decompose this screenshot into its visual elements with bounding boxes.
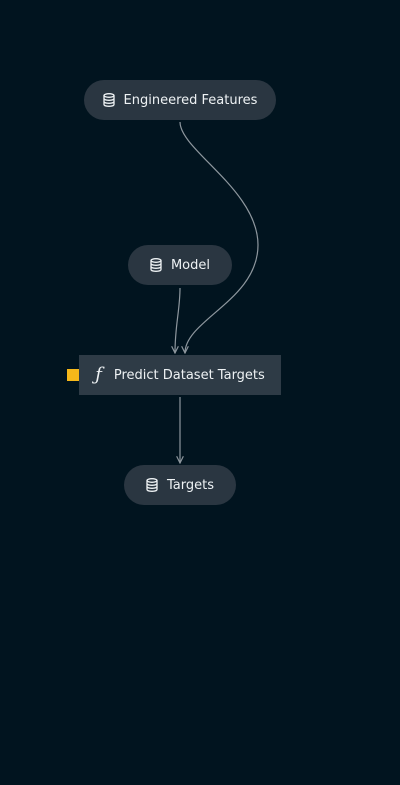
edge-features-to-predict: [179, 121, 259, 353]
database-icon: [150, 258, 162, 272]
node-predict-dataset-targets[interactable]: ƒ Predict Dataset Targets: [79, 355, 281, 395]
node-label: Targets: [167, 477, 214, 493]
status-marker: [67, 369, 79, 381]
node-model[interactable]: Model: [128, 245, 232, 285]
node-label: Model: [170, 257, 211, 273]
function-icon: ƒ: [95, 364, 102, 385]
database-icon: [146, 478, 158, 492]
node-targets[interactable]: Targets: [124, 465, 236, 505]
node-engineered-features[interactable]: Engineered Features: [84, 80, 276, 120]
node-label: Predict Dataset Targets: [113, 367, 265, 383]
node-label: Engineered Features: [123, 92, 258, 108]
database-icon: [102, 93, 115, 107]
edge-model-to-predict: [175, 287, 181, 353]
